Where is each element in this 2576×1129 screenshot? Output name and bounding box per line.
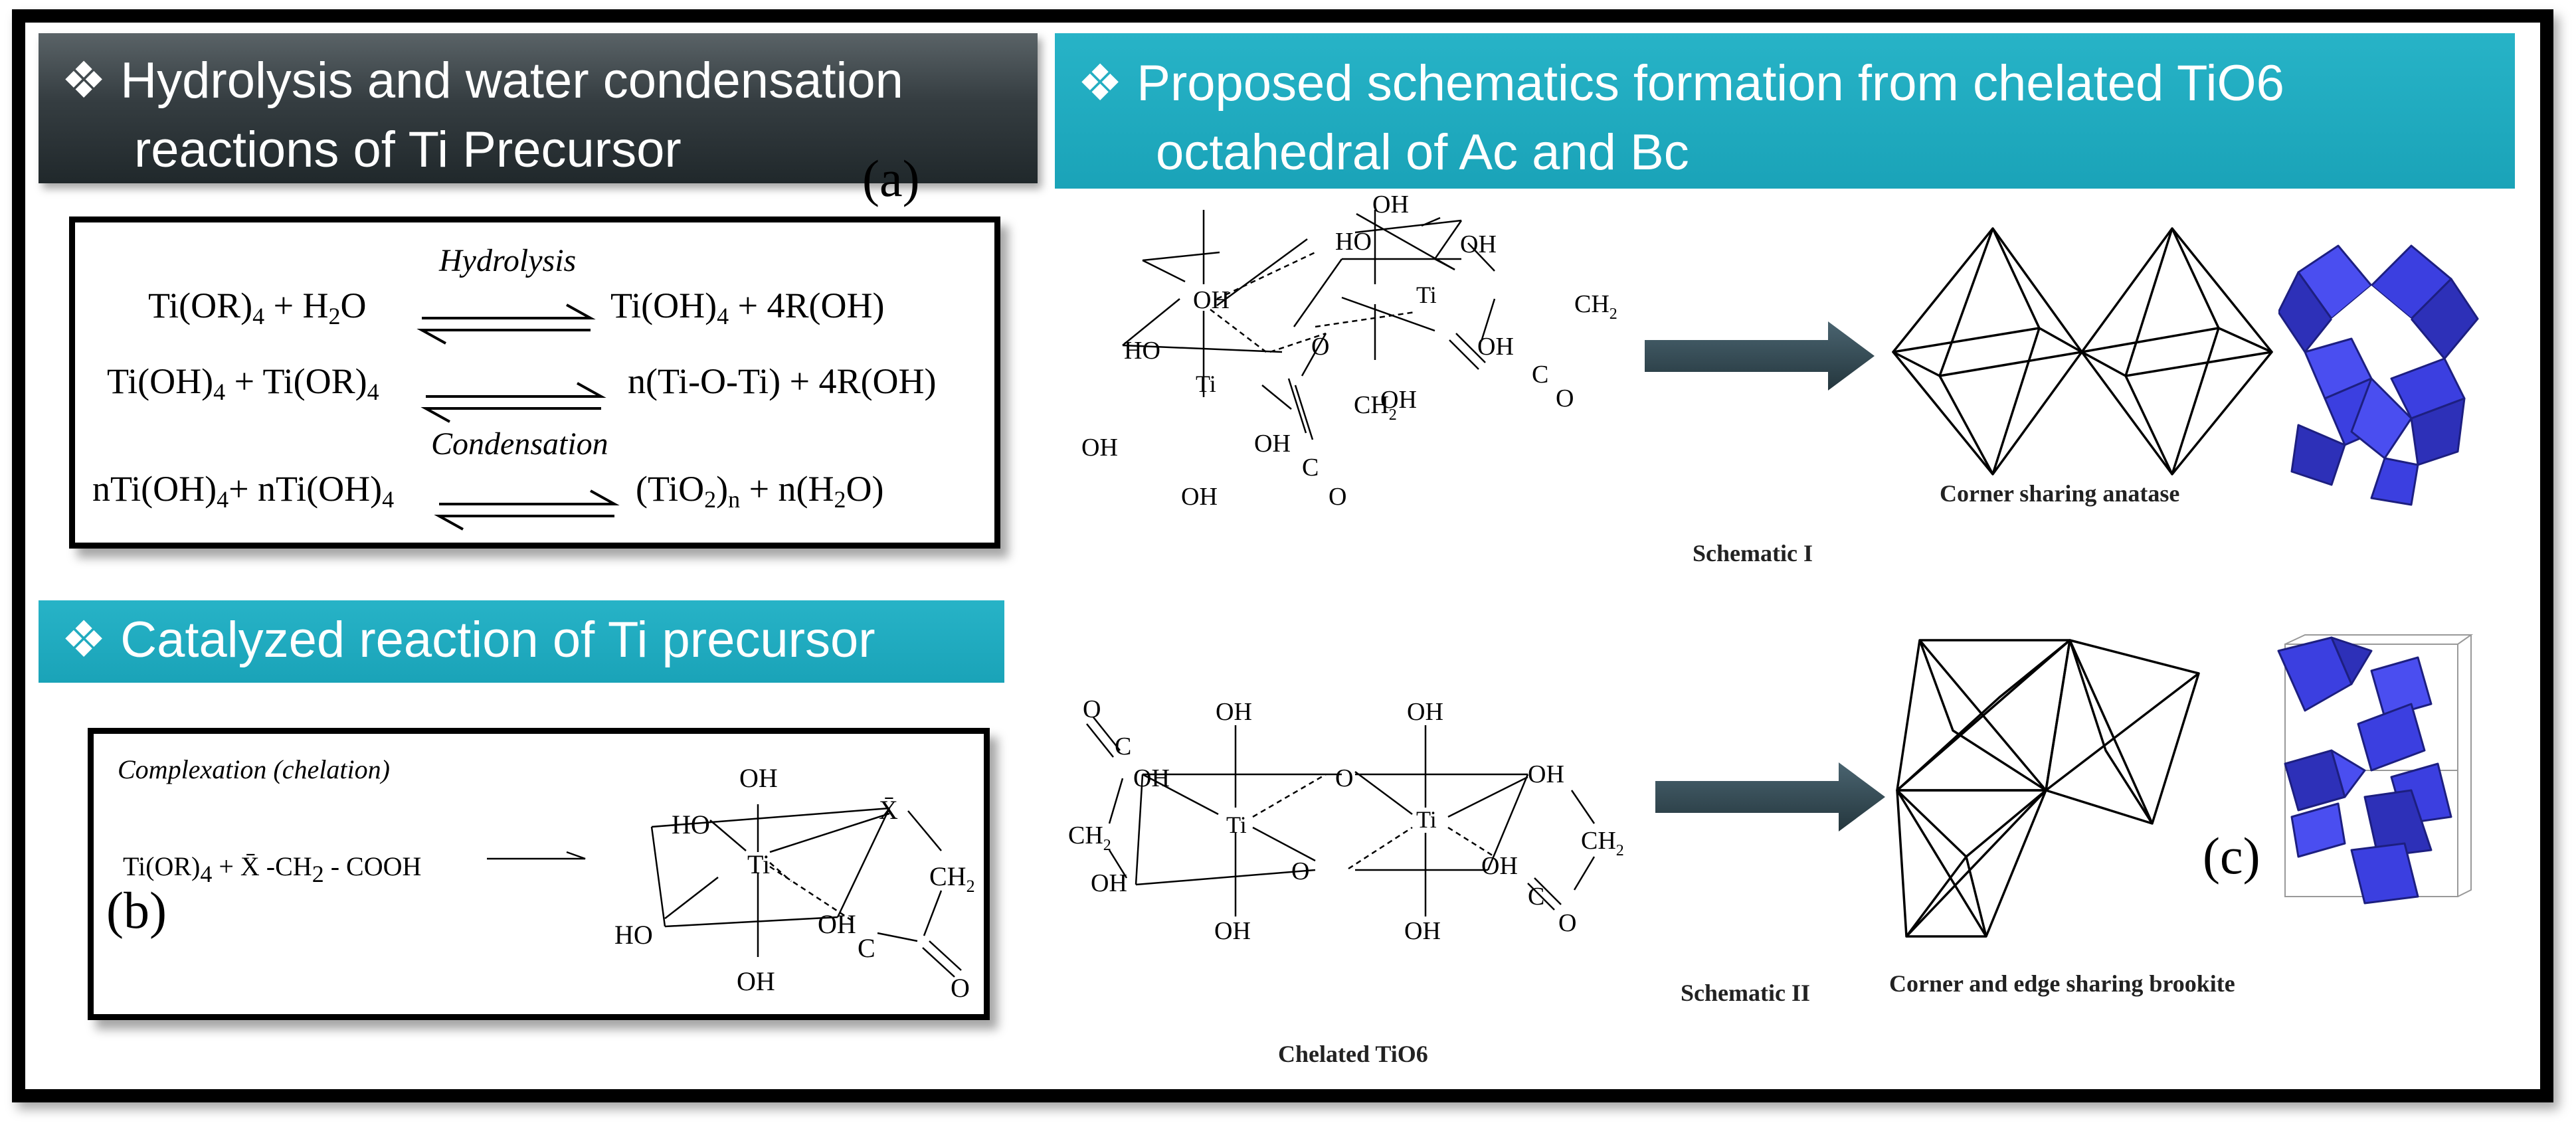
chelated-tio6-caption: Chelated TiO6 [1278,1041,1428,1067]
atom-oh: OH [1460,230,1497,258]
hydrolysis-label: Hydrolysis [439,243,577,278]
hydrolysis-equations-box: Hydrolysis Ti(OR)4 + H2O Ti(OH)4 + 4R(OH… [69,217,1000,549]
schematic2-structure: O C OH OH OH O OH CH2 Ti Ti CH2 OH O OH … [1068,695,1624,945]
anatase-polyhedra-model [2278,244,2479,506]
atom-o: O [1329,483,1346,511]
proposed-banner: ❖ Proposed schematics formation from che… [1055,33,2515,189]
atom-oh: OH [739,763,778,793]
corner-sharing-anatase-caption: Corner sharing anatase [1940,480,2180,507]
atom-ti: Ti [1416,282,1437,308]
complexation-structure: OH HO Ti X̄ CH2 HO OH C O OH [487,763,975,1003]
atom-oh: OH [1214,917,1251,945]
atom-ti: Ti [1416,806,1437,833]
atom-oh: OH [1216,698,1252,726]
atom-oh: OH [1091,869,1127,897]
reaction-arrow-2 [1655,762,1885,831]
atom-oh: OH [818,909,856,939]
atom-c: C [1528,883,1544,911]
eq3-left: nTi(OH)4+ nTi(OH)4 [92,469,395,513]
atom-ti: Ti [747,849,770,879]
atom-o: O [951,973,970,1003]
atom-x: X̄ [879,795,898,825]
label-c: (c) [2203,827,2260,885]
catalyzed-banner: ❖ Catalyzed reaction of Ti precursor [39,600,1004,683]
complexation-box: Complexation (chelation) Ti(OR)4 + X̄ -C… [88,728,990,1020]
eq1-right: Ti(OH)4 + 4R(OH) [610,286,885,329]
atom-ho: HO [1124,337,1160,365]
atom-o: O [1291,857,1309,885]
brookite-caption: Corner and edge sharing brookite [1889,970,2235,997]
reaction-arrow-1 [1645,321,1875,391]
hydrolysis-banner: ❖ Hydrolysis and water condensation reac… [39,33,1038,183]
atom-oh: OH [1481,852,1518,880]
atom-oh: OH [1193,286,1230,314]
proposed-banner-line1: ❖ Proposed schematics formation from che… [1077,55,2284,112]
atom-ho: HO [1335,228,1372,256]
hydrolysis-banner-line1: ❖ Hydrolysis and water condensation [61,52,903,109]
schematic1-structure: OH HO OH Ti CH2 OH O OH HO Ti CH2 C O OH… [1081,191,1617,511]
catalyzed-banner-line1: ❖ Catalyzed reaction of Ti precursor [61,612,875,668]
anatase-octahedra [1892,227,2273,476]
atom-c: C [1532,361,1548,389]
atom-oh: OH [1372,191,1409,218]
atom-o: O [1311,333,1329,361]
atom-oh: OH [1133,764,1170,792]
atom-c: C [858,933,875,963]
atom-oh: OH [1407,698,1443,726]
atom-ch2: CH2 [1354,391,1397,424]
atom-ho: HO [614,920,653,950]
label-a: (a) [862,149,920,207]
eq2-left: Ti(OH)4 + Ti(OR)4 [107,361,379,405]
atom-o: O [1556,385,1574,412]
complexation-reactant: Ti(OR)4 + X̄ -CH2 - COOH [123,851,422,887]
atom-ch2: CH2 [1574,290,1617,323]
proposed-banner-line2: octahedral of Ac and Bc [1156,124,1689,181]
atom-oh: OH [737,966,775,996]
brookite-polyhedra-model [2277,634,2474,905]
atom-oh: OH [1404,917,1441,945]
atom-oh: OH [1181,483,1218,511]
atom-ti: Ti [1196,371,1216,397]
atom-c: C [1115,733,1131,760]
label-b: (b) [106,881,167,939]
eq2-right: n(Ti-O-Ti) + 4R(OH) [628,361,937,401]
atom-oh: OH [1380,386,1417,414]
atom-o: O [1558,909,1576,937]
atom-oh: OH [1528,760,1564,788]
atom-o: O [1083,695,1101,723]
hydrolysis-banner-line2: reactions of Ti Precursor [134,122,682,178]
atom-c: C [1302,454,1319,481]
complexation-title: Complexation (chelation) [118,754,390,784]
atom-oh: OH [1081,434,1118,462]
atom-oh: OH [1477,333,1514,361]
atom-oh: OH [1254,430,1291,458]
schematic1-caption: Schematic I [1693,540,1813,566]
eq1-left: Ti(OR)4 + H2O [148,286,367,329]
eq3-right: (TiO2)n + n(H2O) [636,469,884,513]
atom-ch2: CH2 [929,861,975,896]
atom-ch2: CH2 [1068,822,1111,854]
equilibrium-arrows [416,304,620,531]
condensation-label: Condensation [431,426,608,462]
schematic2-caption: Schematic II [1681,980,1810,1006]
atom-ti: Ti [1226,812,1247,838]
brookite-octahedra [1896,639,2200,938]
atom-o: O [1335,764,1353,792]
atom-ho: HO [672,810,710,839]
atom-ch2: CH2 [1581,827,1624,859]
